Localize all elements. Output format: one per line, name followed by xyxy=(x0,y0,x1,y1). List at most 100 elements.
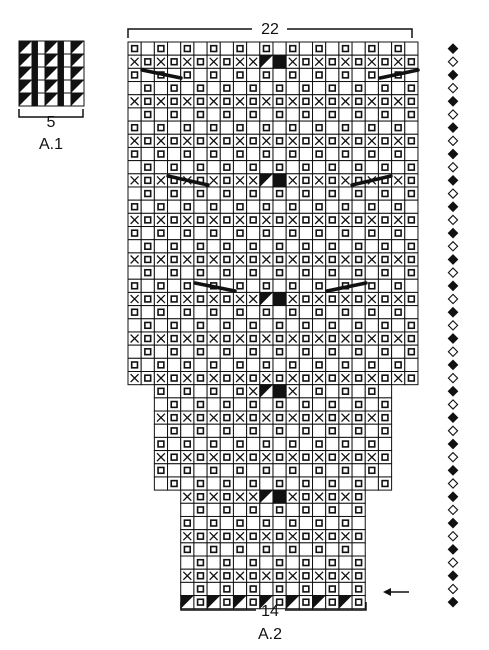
chart-a2-cell xyxy=(127,331,142,346)
chart-a2-cell xyxy=(259,226,274,241)
chart-a2-cell xyxy=(298,67,314,83)
chart-a2-cell xyxy=(232,107,248,122)
chart-a2-cell xyxy=(206,81,221,96)
chart-a2-cell xyxy=(285,305,300,320)
chart-a2-cell xyxy=(364,146,379,162)
chart-a2-cell xyxy=(391,212,406,228)
open-diamond-icon xyxy=(447,135,459,147)
chart-a2-cell xyxy=(404,226,419,241)
chart-a2-cell xyxy=(167,226,182,241)
chart-a2-cell xyxy=(312,555,327,570)
chart-a2-cell xyxy=(377,450,393,465)
open-diamond-icon xyxy=(447,557,459,568)
chart-a2-cell xyxy=(193,436,208,452)
chart-a2-cell xyxy=(272,160,287,175)
chart-a2-cell xyxy=(351,357,366,373)
chart-a2-cell xyxy=(193,239,208,254)
chart-a2-cell xyxy=(206,463,221,478)
chart-a2-cell xyxy=(377,384,393,399)
chart-a2-name: A.2 xyxy=(258,626,282,643)
chart-a2-cell xyxy=(377,318,393,333)
chart-a2-cell xyxy=(298,423,314,438)
chart-a2-cell xyxy=(312,476,327,491)
chart-a2-cell xyxy=(153,120,169,135)
chart-a2-cell xyxy=(285,212,300,228)
chart-a2-cell xyxy=(153,450,169,465)
chart-a2-cell xyxy=(364,120,379,135)
chart-a2-cell xyxy=(377,344,393,359)
chart-a1-cell xyxy=(44,79,59,94)
chart-a2-cell xyxy=(312,436,327,452)
chart-a2-cell xyxy=(404,331,419,346)
chart-a2-cell xyxy=(193,331,208,346)
filled-diamond-icon xyxy=(447,491,459,503)
chart-a2-cell xyxy=(338,133,353,148)
chart-a2-cell xyxy=(272,344,287,359)
chart-a2-cell xyxy=(140,371,155,386)
chart-a2-cell xyxy=(127,120,142,135)
open-diamond-icon xyxy=(447,372,459,384)
chart-a2-cell xyxy=(246,212,261,228)
chart-a1-cell xyxy=(31,40,46,55)
chart-a2-cell xyxy=(206,226,221,241)
chart-a2-cell xyxy=(246,67,261,83)
chart-a2-cell xyxy=(325,67,340,83)
chart-a2-cell xyxy=(153,265,169,280)
chart-a2-cell xyxy=(167,133,182,148)
chart-a2-cell xyxy=(404,107,419,122)
chart-a2-cell xyxy=(298,54,314,69)
chart-a2-cell xyxy=(219,450,234,465)
chart-a2-cell xyxy=(351,436,366,452)
chart-a2-cell xyxy=(232,146,248,162)
chart-a2-cell xyxy=(206,384,221,399)
chart-a2-cell xyxy=(127,291,142,307)
chart-a2-cell xyxy=(259,489,274,504)
chart-a2-cell xyxy=(351,186,366,201)
chart-a2-cell xyxy=(167,81,182,96)
chart-a2-cell xyxy=(259,357,274,373)
chart-a2-cell xyxy=(312,67,327,83)
chart-a2-cell xyxy=(325,595,340,610)
chart-a2-cell xyxy=(325,463,340,478)
chart-a2-cell xyxy=(167,331,182,346)
chart-a2-cell xyxy=(180,515,195,531)
chart-a2-cell xyxy=(127,371,142,386)
chart-a2-cell xyxy=(153,133,169,148)
chart-a2-cell xyxy=(272,463,287,478)
chart-a2-cell xyxy=(338,489,353,504)
chart-a2-cell xyxy=(180,331,195,346)
chart-a2-cell xyxy=(259,436,274,452)
chart-a2-cell xyxy=(364,239,379,254)
chart-a2-cell xyxy=(206,357,221,373)
chart-a1-cell xyxy=(18,40,33,55)
open-diamond-icon xyxy=(447,161,459,173)
filled-diamond-icon xyxy=(447,254,459,265)
chart-a2-cell xyxy=(338,160,353,175)
chart-a2-cell xyxy=(351,502,366,517)
chart-a2-cell xyxy=(364,107,379,122)
chart-a2-cell xyxy=(351,371,366,386)
chart-a2-cell xyxy=(285,54,300,69)
chart-a2-cell xyxy=(391,305,406,320)
chart-a2-cell xyxy=(167,265,182,280)
chart-a2-cell xyxy=(153,318,169,333)
chart-a2-cell xyxy=(206,120,221,135)
chart-a2-cell xyxy=(325,199,340,214)
chart-a2-cell xyxy=(259,384,274,399)
chart-a2-cell xyxy=(259,199,274,214)
chart-a2-cell xyxy=(127,186,142,201)
chart-a2-cell xyxy=(298,450,314,465)
chart-a2-cell xyxy=(338,107,353,122)
chart-a2-cell xyxy=(325,542,340,557)
chart-a2-cell xyxy=(285,41,300,56)
chart-a2-cell xyxy=(377,81,393,96)
chart-a2-cell xyxy=(298,160,314,175)
chart-a2-cell xyxy=(377,186,393,201)
chart-a2-cell xyxy=(285,173,300,188)
open-diamond-icon xyxy=(447,319,459,331)
chart-a2-cell xyxy=(246,199,261,214)
chart-a2-cell xyxy=(180,595,195,610)
chart-a2-cell xyxy=(206,555,221,570)
chart-a2-cell xyxy=(364,305,379,320)
chart-a2-cell xyxy=(193,94,208,109)
